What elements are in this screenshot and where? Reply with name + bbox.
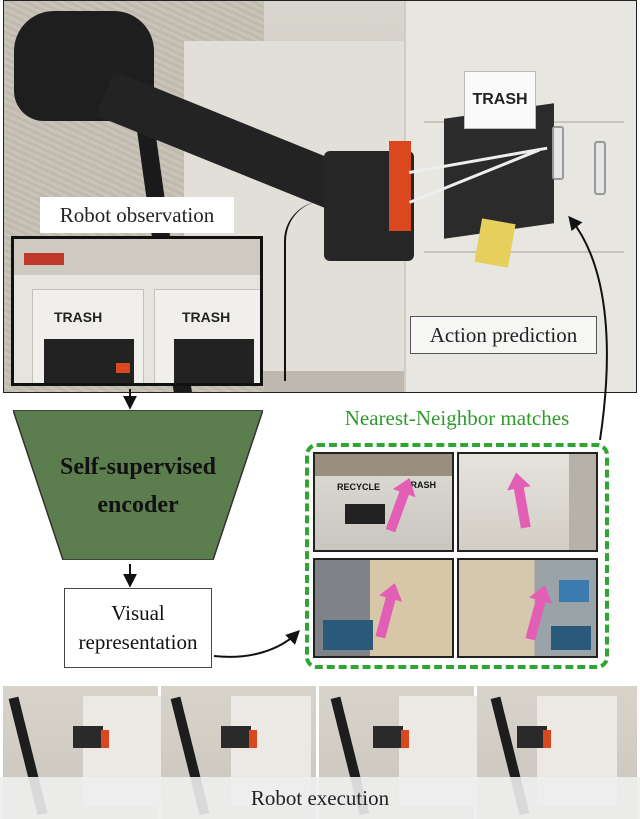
cabinet-handle — [594, 141, 606, 195]
visual-representation-box: Visual representation — [64, 588, 212, 668]
robot-observation-label: Robot observation — [40, 197, 234, 233]
robot-observation-image: TRASH TRASH — [11, 236, 263, 386]
nn-match-3 — [313, 558, 454, 658]
nearest-neighbor-title: Nearest-Neighbor matches — [344, 406, 570, 430]
encoder-trapezoid — [13, 410, 263, 560]
trash-sign: TRASH — [464, 71, 536, 129]
arrow-rep-to-nn — [213, 630, 300, 658]
arrow-nn-to-action — [568, 215, 608, 441]
action-prediction-label: Action prediction — [410, 316, 597, 354]
gripper-bracket — [389, 141, 411, 231]
encoder-label: Self-supervised encoder — [60, 454, 216, 518]
robot-cable — [284, 201, 326, 381]
nn-match-1: RECYCLE TRASH — [313, 452, 454, 552]
nn-match-4 — [457, 558, 598, 658]
nn-match-2 — [457, 452, 598, 552]
robot-execution-label: Robot execution — [0, 777, 640, 819]
cabinet-handle — [552, 126, 564, 180]
nearest-neighbor-frame — [305, 443, 609, 669]
